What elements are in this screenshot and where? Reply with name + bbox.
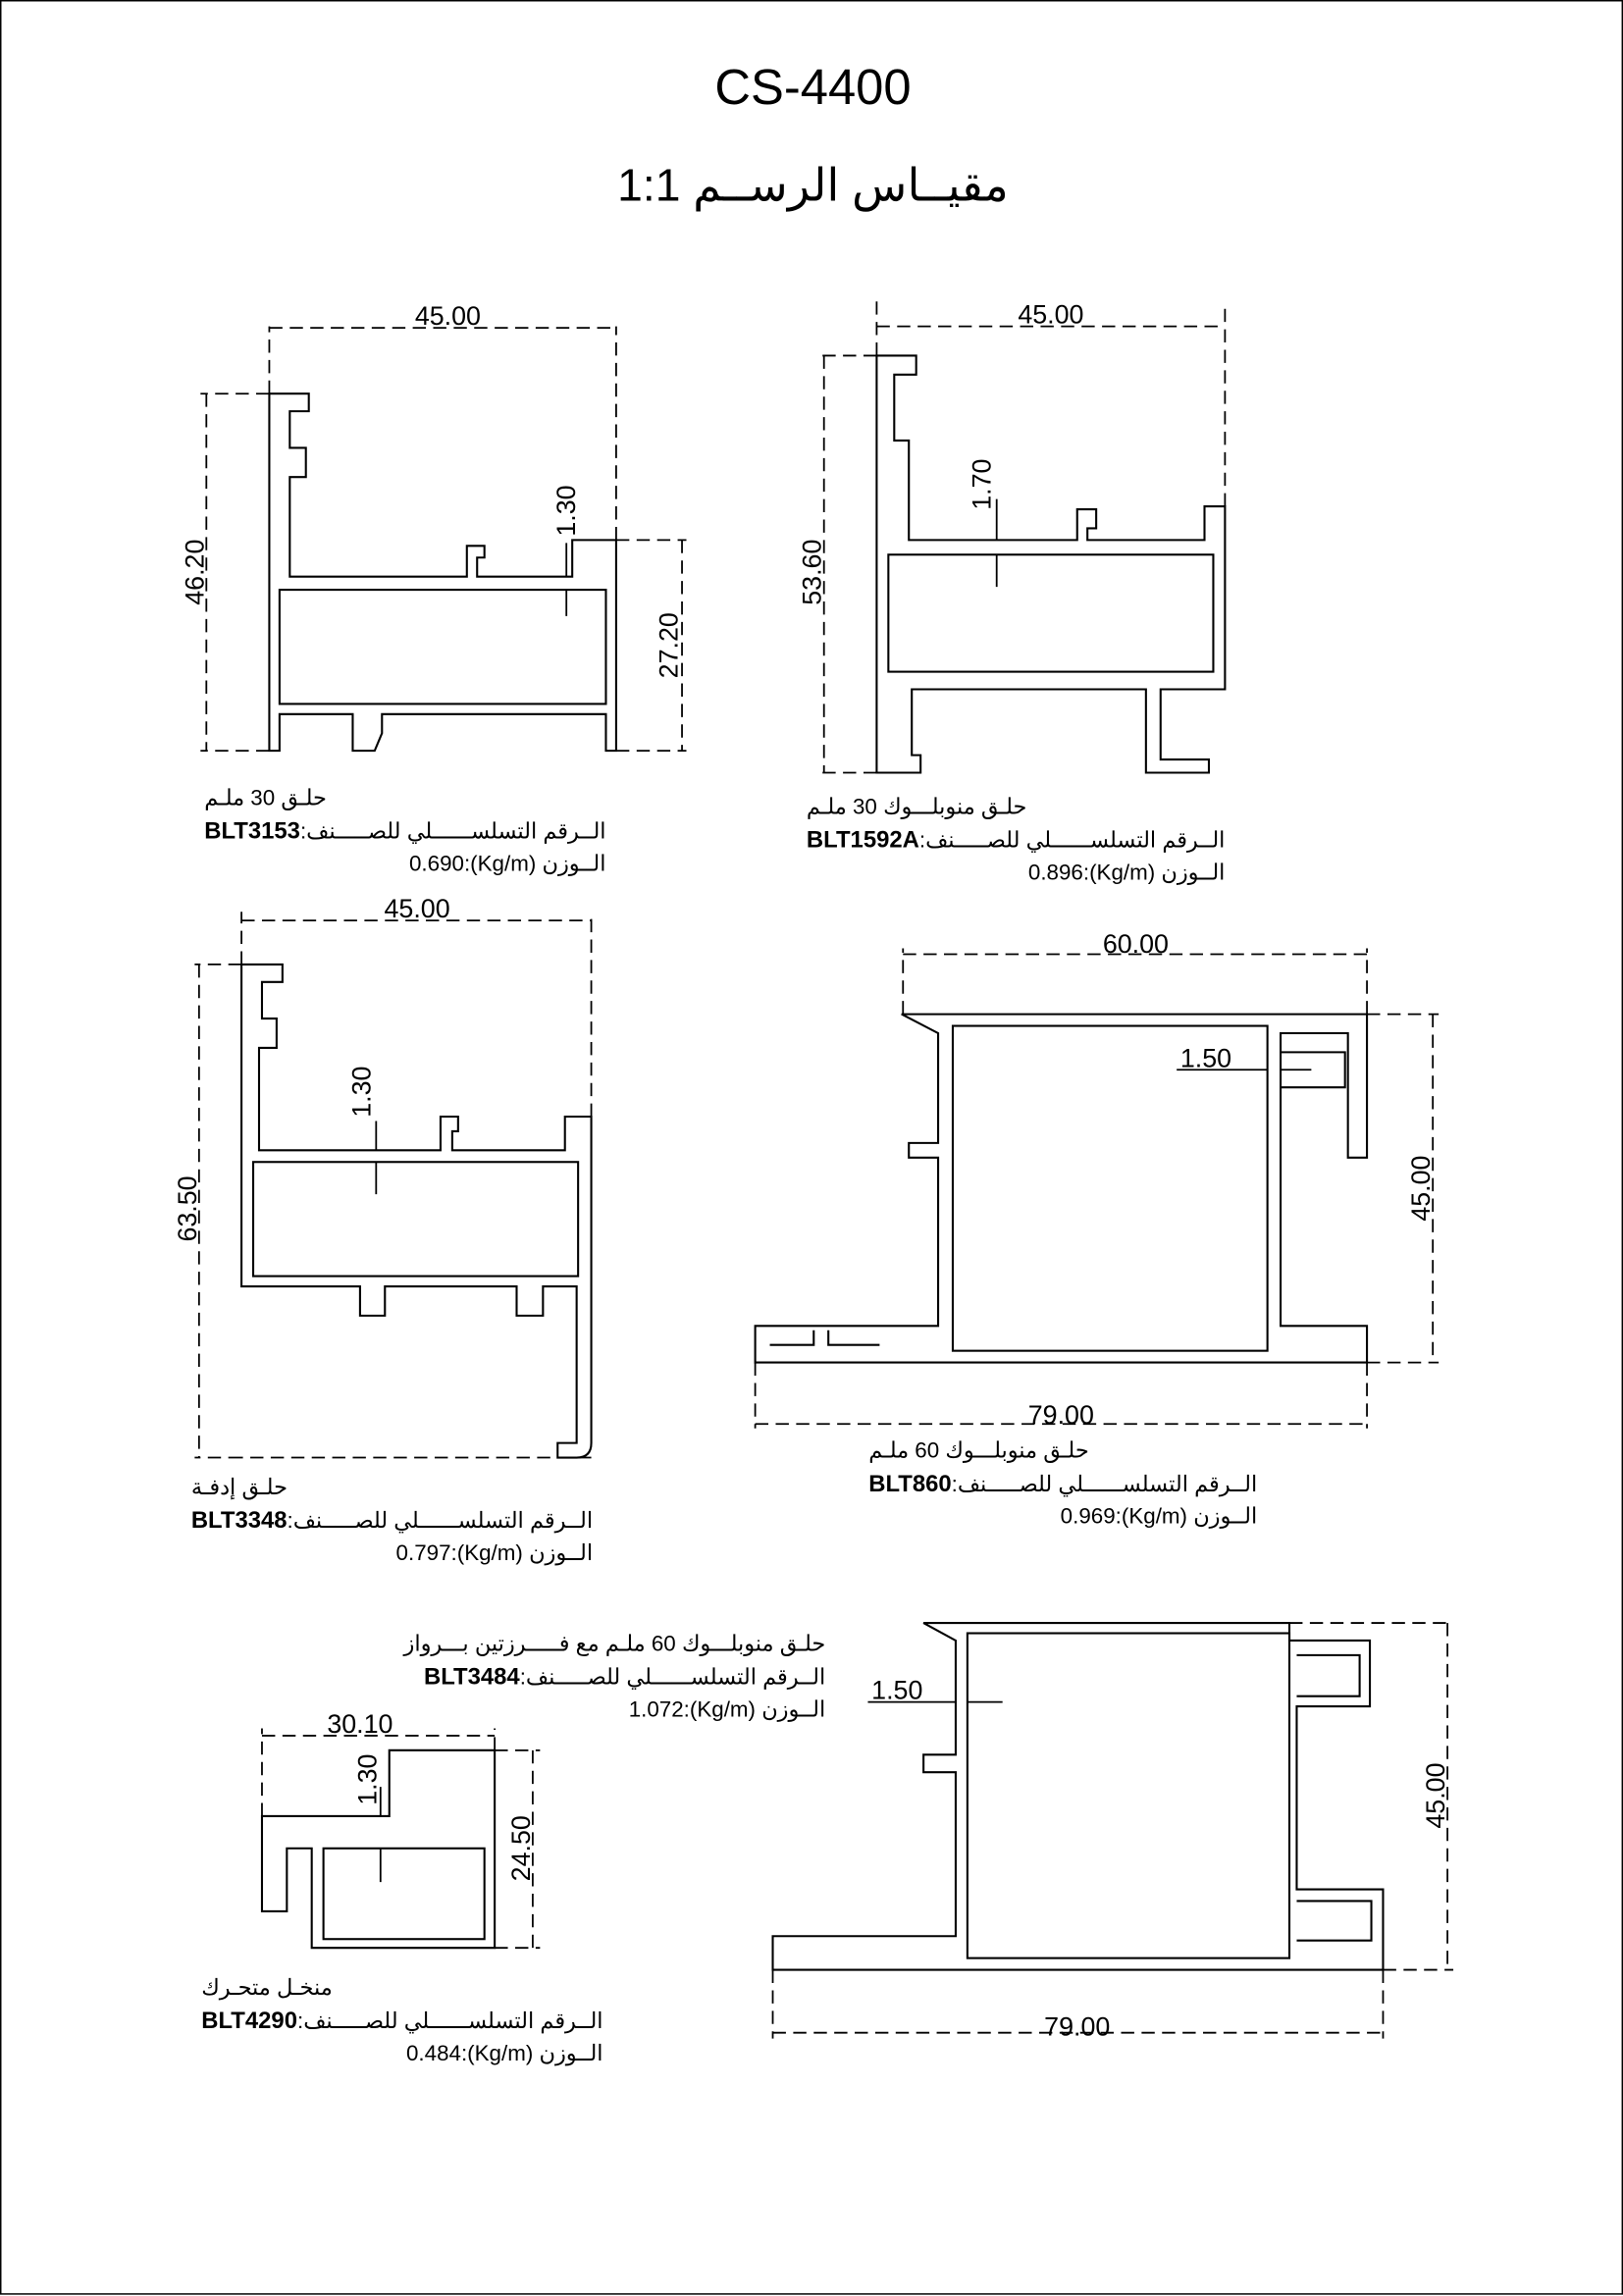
profile-blt3348: 45.00 63.50 1.30 [173,894,593,1459]
serial-label: الــرقم التسلســــــلي للصـــــنف: [299,818,606,844]
caption-blt3484: حلـق منوبلـــوك 60 ملـم مع فـــــرزتين ب… [404,1629,826,1728]
drawing-scale: مقيــاس الرســم 1:1 [617,159,1009,211]
weight-label: الــوزن [1193,1504,1258,1530]
serial-label: الــرقم التسلســــــلي للصـــــنف: [296,2009,603,2034]
profile-name: حلـق منوبلـــوك 60 ملـم [868,1438,1089,1464]
dim-width-top: 60.00 [1103,929,1169,959]
sheet-title: CS-4400 [714,60,912,116]
dim-height: 45.00 [1421,1763,1450,1829]
dim-wall: 1.70 [968,459,997,510]
weight-label: الــوزن [542,852,606,877]
weight-value: 0.896:(Kg/m) [1027,861,1156,886]
dim-height-chamber: 27.20 [654,612,684,678]
dim-wall: 1.30 [551,485,581,536]
weight-value: 0.484:(Kg/m) [405,2041,534,2066]
dim-height: 53.60 [798,540,827,605]
dim-height: 45.00 [1406,1156,1436,1222]
dim-width: 45.00 [1018,300,1083,330]
dim-wall: 1.30 [346,1067,376,1118]
dim-width: 30.10 [327,1709,393,1739]
weight-value: 0.797:(Kg/m) [395,1540,523,1566]
serial-label: الــرقم التسلســــــلي للصـــــنف: [918,827,1226,853]
dim-wall: 1.50 [871,1676,922,1705]
profile-blt3484: 45.00 79.00 1.50 [771,1622,1454,2042]
profile-code: BLT860 [868,1471,952,1497]
dim-wall: 1.50 [1180,1043,1231,1072]
weight-label: الــوزن [529,1540,594,1566]
profile-blt1592a: 45.00 53.60 1.70 [798,300,1227,774]
weight-label: الــوزن [761,1697,826,1723]
weight-value: 0.690:(Kg/m) [408,852,537,877]
weight-label: الــوزن [1161,861,1226,886]
profile-blt4290: 30.10 24.50 1.30 [260,1709,541,1950]
weight-value: 0.969:(Kg/m) [1060,1504,1188,1530]
profile-code: BLT4290 [201,2009,297,2034]
profile-name: حلـق منوبلـــوك 60 ملـم مع فـــــرزتين ب… [403,1632,826,1657]
dim-width: 45.00 [385,894,450,923]
dim-height: 63.50 [173,1175,202,1241]
profile-name: حلـق 30 ملـم [204,785,327,811]
weight-label: الــوزن [539,2041,603,2066]
dim-height: 24.50 [506,1815,536,1881]
serial-label: الــرقم التسلســــــلي للصـــــنف: [951,1471,1258,1497]
serial-label: الــرقم التسلســــــلي للصـــــنف: [519,1664,826,1690]
dim-width: 79.00 [1044,2012,1110,2042]
profile-code: BLT1592A [806,827,919,853]
profile-name: حلـق إدفـة [190,1475,288,1500]
profile-name: منخـل متحـرك [201,1975,333,2001]
dim-width: 45.00 [415,301,481,331]
profile-blt3153: 45.00 46.20 27.20 1.30 [180,301,687,753]
profile-code: BLT3153 [204,818,300,844]
dim-width-bottom: 79.00 [1028,1400,1094,1430]
serial-label: الــرقم التسلســــــلي للصـــــنف: [287,1507,594,1534]
profile-code: BLT3484 [423,1664,520,1690]
profile-blt860: 60.00 45.00 79.00 1.50 [754,929,1440,1430]
weight-value: 1.072:(Kg/m) [628,1697,757,1723]
dim-wall: 1.30 [352,1754,382,1805]
profile-code: BLT3348 [190,1507,288,1534]
dim-height: 46.20 [180,540,209,605]
profile-name: حلـق منوبلـــوك 30 ملـم [806,794,1027,820]
